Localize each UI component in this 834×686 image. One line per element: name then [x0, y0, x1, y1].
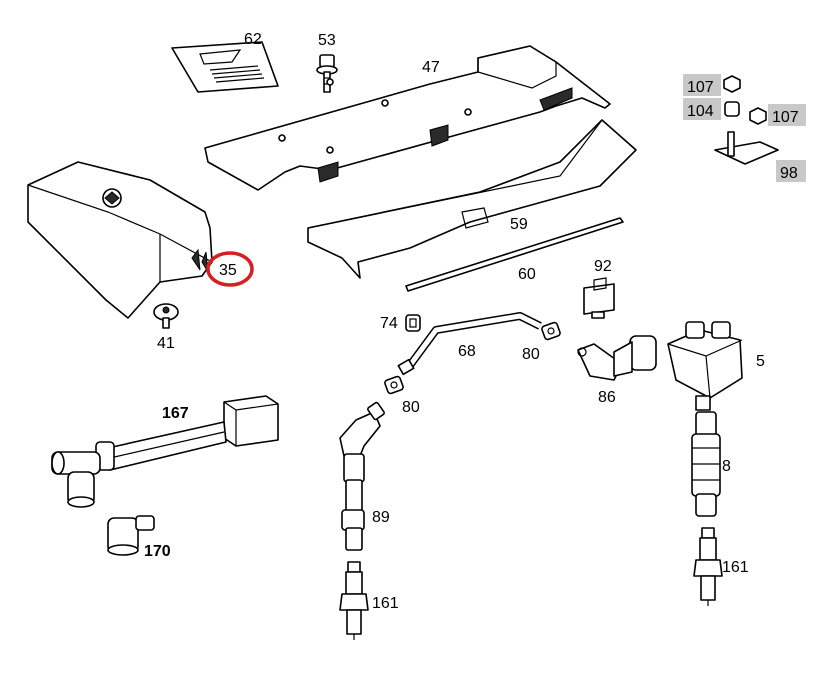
- label-59: 59: [510, 216, 528, 233]
- part-104-spacer[interactable]: [724, 101, 740, 117]
- part-47-engine-cover[interactable]: [204, 45, 611, 191]
- label-41: 41: [157, 335, 175, 352]
- part-35-front-cover[interactable]: [27, 161, 213, 319]
- label-92: 92: [594, 258, 612, 275]
- part-41-clip[interactable]: [153, 303, 179, 329]
- label-62: 62: [244, 31, 262, 48]
- label-74: 74: [380, 315, 398, 332]
- highlight-circle-35: [206, 251, 254, 287]
- label-53: 53: [318, 32, 336, 49]
- label-89: 89: [372, 509, 390, 526]
- part-167-ignition-harness[interactable]: [51, 395, 279, 508]
- label-167: 167: [162, 405, 189, 422]
- part-80-connector-right[interactable]: [541, 321, 561, 341]
- part-107-nut-side[interactable]: [749, 107, 767, 125]
- label-80-right: 80: [522, 346, 540, 363]
- tag-104-bg: [683, 98, 721, 120]
- part-62-label-sticker[interactable]: [171, 41, 279, 93]
- label-60: 60: [518, 266, 536, 283]
- label-104: 104: [687, 103, 714, 120]
- label-47: 47: [422, 59, 440, 76]
- label-5: 5: [756, 353, 765, 370]
- part-74-clip[interactable]: [405, 314, 421, 332]
- tag-107-side-bg: [768, 104, 806, 126]
- label-68: 68: [458, 343, 476, 360]
- label-161-left: 161: [372, 595, 399, 612]
- part-92-bracket[interactable]: [583, 277, 615, 319]
- part-170-connector-boot[interactable]: [107, 515, 155, 556]
- label-8: 8: [722, 458, 731, 475]
- part-59-cover-strip[interactable]: [307, 119, 637, 279]
- label-35: 35: [219, 262, 237, 279]
- part-161-spark-plug-right[interactable]: [693, 527, 723, 606]
- part-8-coil-extension[interactable]: [691, 411, 721, 517]
- tag-98-bg: [776, 160, 806, 182]
- part-89-plug-connector[interactable]: [339, 401, 385, 551]
- part-86-plug-boot[interactable]: [577, 335, 657, 381]
- part-80-connector-left[interactable]: [384, 375, 404, 395]
- label-170: 170: [144, 543, 171, 560]
- label-80-left: 80: [402, 399, 420, 416]
- label-161-right: 161: [722, 559, 749, 576]
- part-98-bracket[interactable]: [714, 131, 779, 165]
- part-5-ignition-coil[interactable]: [667, 321, 743, 411]
- label-98: 98: [780, 165, 798, 182]
- label-107-top: 107: [687, 79, 714, 96]
- part-53-bolt[interactable]: [316, 54, 338, 93]
- part-161-spark-plug-left[interactable]: [339, 561, 369, 640]
- part-107-nut-top[interactable]: [723, 75, 741, 93]
- label-107-side: 107: [772, 109, 799, 126]
- part-68-ignition-lead[interactable]: [397, 312, 542, 376]
- label-86: 86: [598, 389, 616, 406]
- tag-107-top-bg: [683, 74, 721, 96]
- part-60-rod[interactable]: [405, 217, 624, 292]
